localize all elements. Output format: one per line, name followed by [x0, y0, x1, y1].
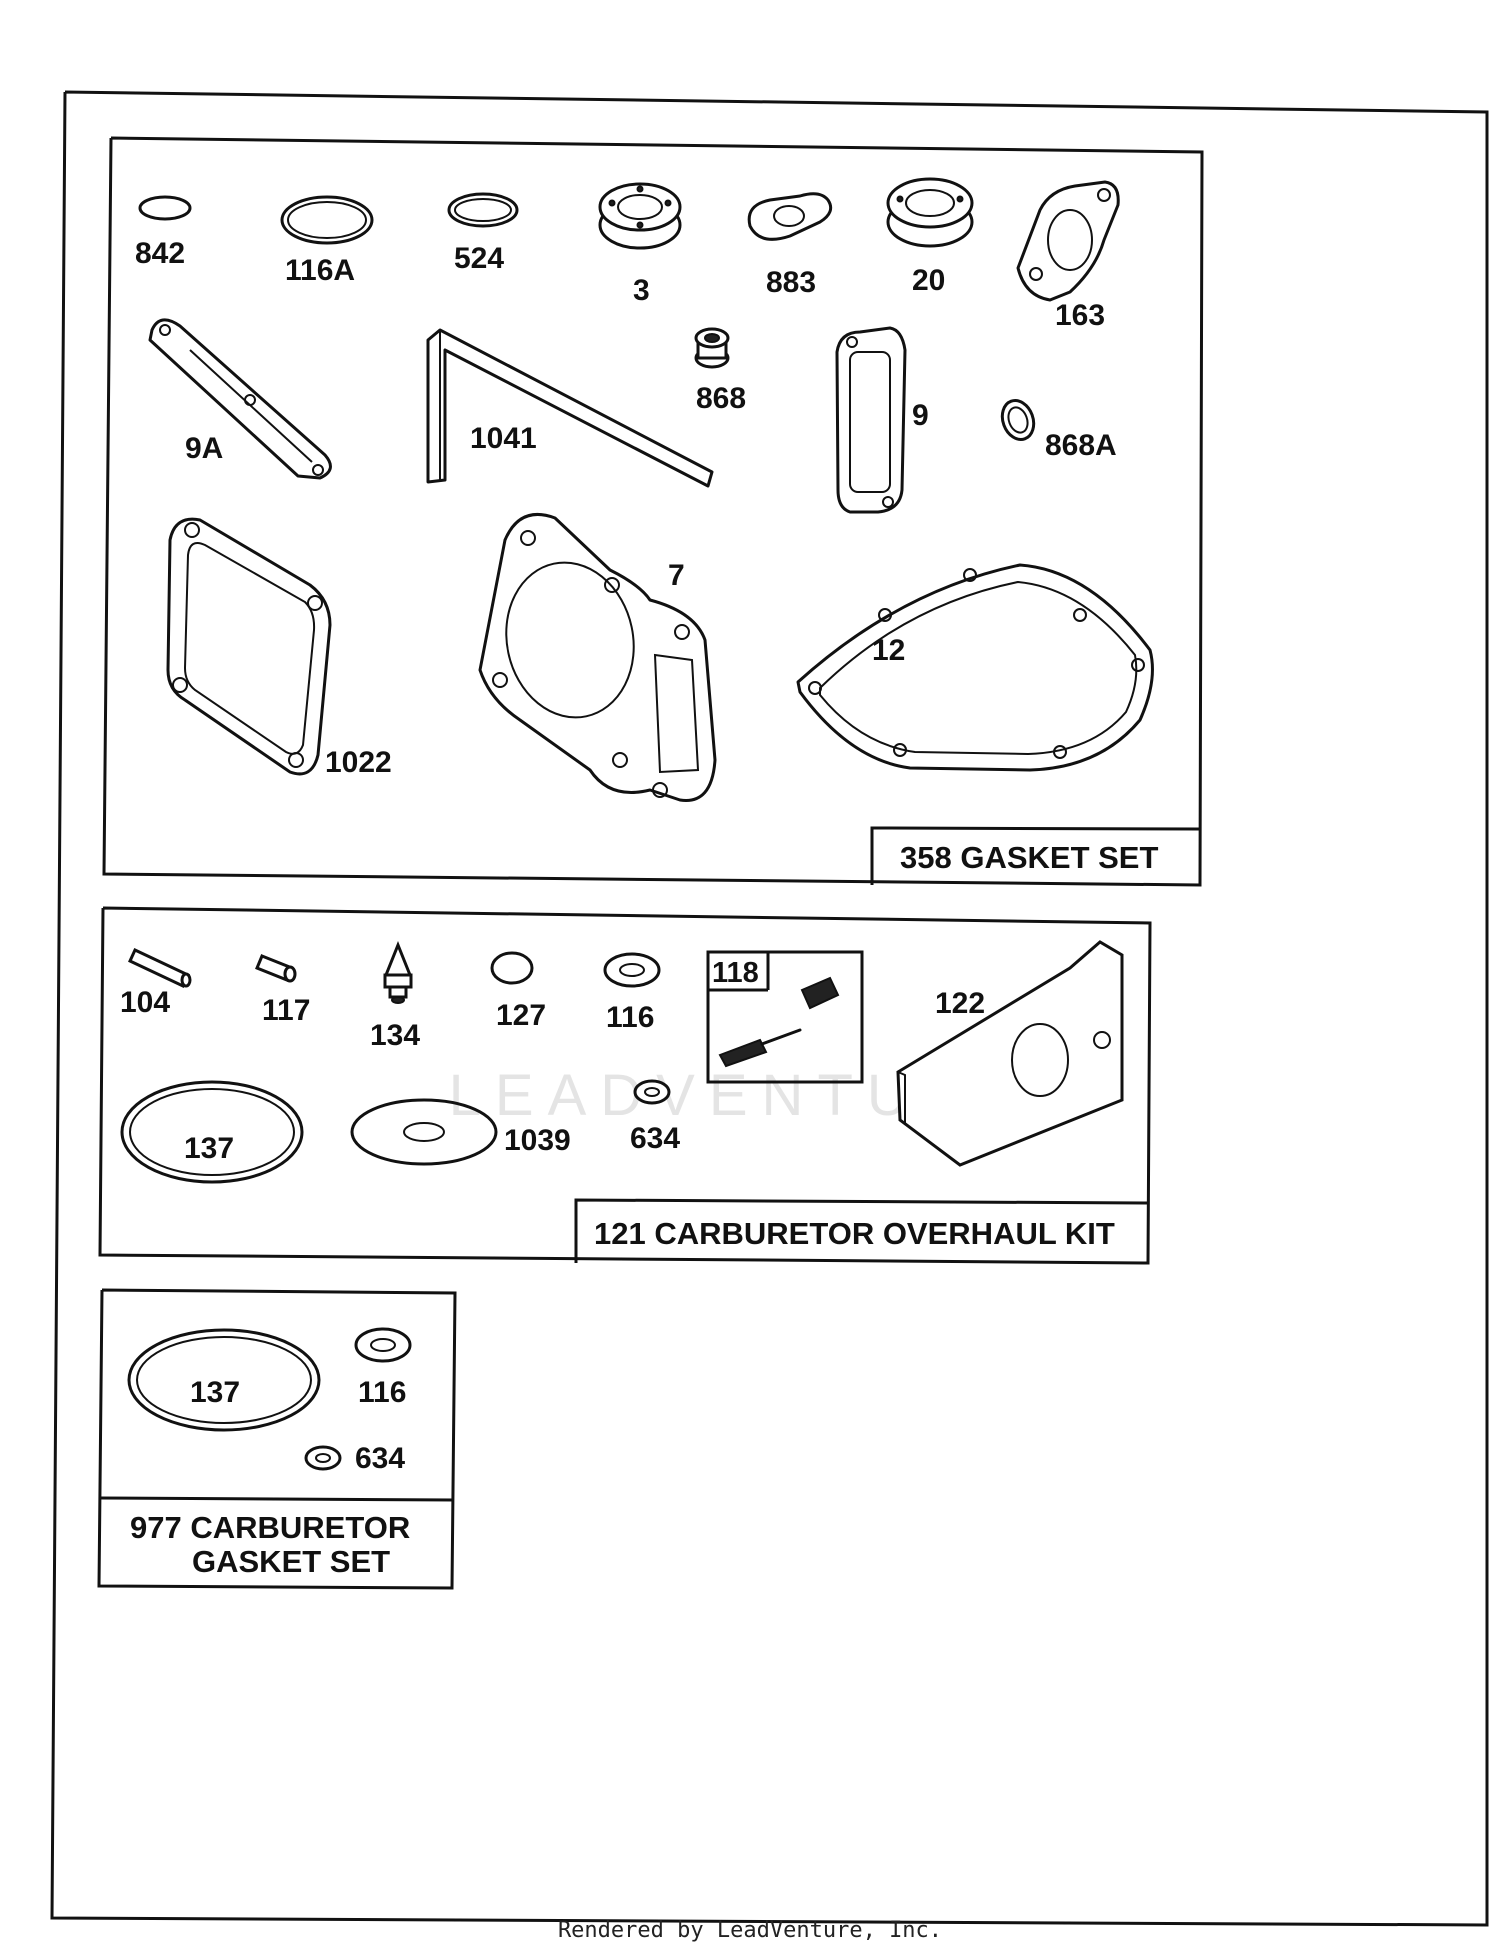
gasket-set-title-box — [870, 826, 1201, 885]
part-524-o-ring[interactable] — [447, 192, 519, 228]
overhaul-kit-frame — [98, 906, 1152, 1265]
part-163-gasket[interactable] — [1016, 180, 1120, 302]
label-118: 118 — [712, 957, 759, 989]
part-9-gasket[interactable] — [835, 326, 907, 514]
outer-frame — [50, 90, 1489, 1927]
label-163: 163 — [1055, 299, 1105, 332]
part-3-oil-seal[interactable] — [598, 182, 682, 250]
part-7-head-gasket[interactable] — [478, 513, 717, 802]
part-20-oil-seal[interactable] — [886, 177, 974, 248]
part-868A-washer[interactable] — [997, 396, 1039, 444]
overhaul-kit-title-box — [574, 1198, 1149, 1263]
label-117: 117 — [262, 994, 310, 1027]
gasket-set-frame — [102, 136, 1204, 887]
part-116A-o-ring[interactable] — [280, 195, 374, 245]
label-868A: 868A — [1045, 429, 1117, 462]
label-12: 12 — [872, 634, 905, 667]
carburetor-gasket-set-panel: 977 CARBURETOR GASKET SET 137 116 634 — [97, 1288, 457, 1590]
part-122-spacer[interactable] — [896, 940, 1124, 1167]
label-1041: 1041 — [470, 422, 537, 455]
part-116-washer-kit3[interactable] — [354, 1327, 412, 1363]
label-524: 524 — [454, 242, 504, 275]
carburetor-overhaul-kit-panel: 121 CARBURETOR OVERHAUL KIT 104 117 134 … — [98, 906, 1152, 1265]
label-1039: 1039 — [504, 1124, 571, 1157]
part-9A-gasket[interactable] — [148, 318, 332, 480]
label-883: 883 — [766, 266, 816, 299]
part-137-bowl-gasket-kit3[interactable] — [127, 1328, 321, 1432]
label-104: 104 — [120, 986, 170, 1019]
footer-credit: Rendered by LeadVenture, Inc. — [557, 1918, 943, 1943]
part-117-bushing[interactable] — [255, 954, 297, 983]
part-1041-strip[interactable] — [426, 328, 714, 488]
part-134-needle[interactable] — [383, 940, 413, 1004]
carburetor-gasket-set-title-line-2: GASKET SET — [192, 1544, 390, 1579]
label-842: 842 — [135, 237, 185, 270]
label-122: 122 — [935, 987, 985, 1020]
carburetor-gasket-set-title-line-1: 977 CARBURETOR — [130, 1510, 410, 1545]
part-127-plug[interactable] — [490, 951, 534, 985]
label-9A: 9A — [185, 432, 223, 465]
label-116: 116 — [606, 1001, 654, 1034]
label-1022: 1022 — [325, 746, 392, 779]
part-12-crankcase-gasket[interactable] — [796, 563, 1154, 772]
part-137-bowl-gasket[interactable] — [120, 1080, 304, 1184]
label-3: 3 — [633, 274, 650, 307]
part-1039-diaphragm[interactable] — [350, 1098, 498, 1166]
part-118-screw-spring-set[interactable] — [706, 950, 864, 1084]
gasket-set-title: 358 GASKET SET — [900, 840, 1158, 875]
overhaul-kit-title: 121 CARBURETOR OVERHAUL KIT — [594, 1216, 1115, 1251]
label-20: 20 — [912, 264, 945, 297]
part-634-washer[interactable] — [633, 1079, 671, 1105]
part-634-washer-kit3[interactable] — [304, 1445, 342, 1471]
label-9: 9 — [912, 399, 929, 432]
carburetor-gasket-set-title-divider — [99, 1496, 455, 1502]
label-127: 127 — [496, 999, 546, 1032]
label-634: 634 — [630, 1122, 680, 1155]
label-116A: 116A — [285, 254, 355, 287]
label-137-kit3: 137 — [190, 1376, 240, 1409]
part-104-pin[interactable] — [128, 947, 192, 989]
part-883-gasket[interactable] — [747, 192, 833, 241]
part-116-washer[interactable] — [603, 952, 661, 988]
carburetor-gasket-set-frame — [97, 1288, 457, 1590]
label-868: 868 — [696, 382, 746, 415]
part-1022-gasket[interactable] — [166, 517, 332, 776]
part-868-seal[interactable] — [694, 327, 730, 369]
label-134: 134 — [370, 1019, 420, 1052]
gasket-set-panel: 358 GASKET SET 842 116A 524 3 883 — [102, 136, 1204, 887]
label-137: 137 — [184, 1132, 234, 1165]
label-116-kit3: 116 — [358, 1376, 406, 1409]
label-7: 7 — [668, 559, 685, 592]
label-634-kit3: 634 — [355, 1442, 405, 1475]
part-842-o-ring[interactable] — [138, 195, 192, 221]
